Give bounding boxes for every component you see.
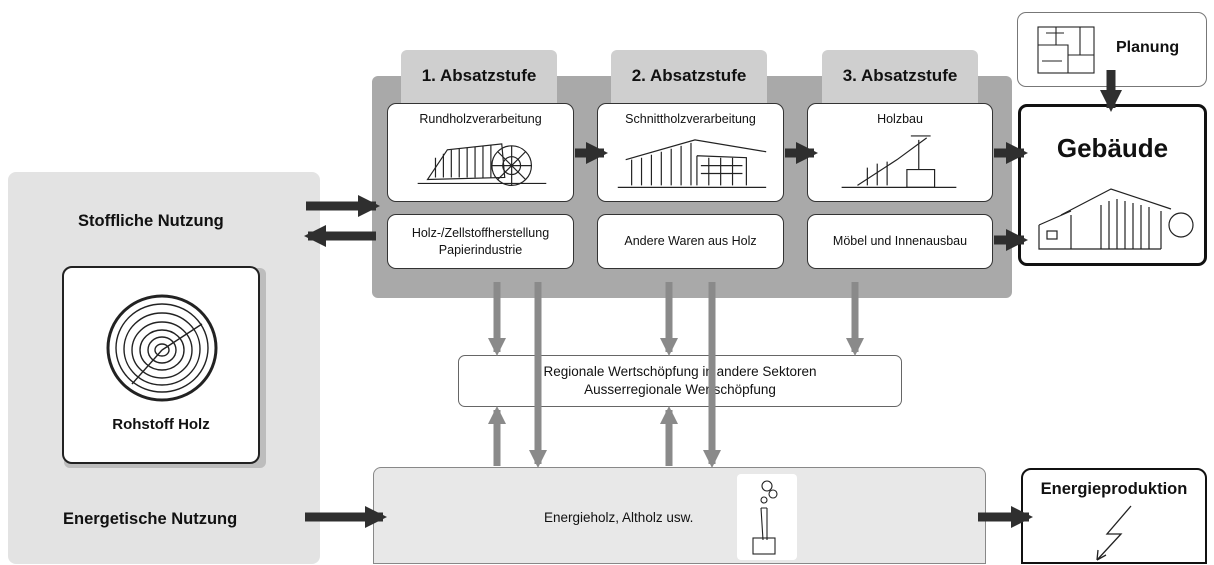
house-sketch-icon — [1038, 188, 1194, 250]
tree-ring-icon — [106, 294, 218, 402]
holzbau-box: Holzbau — [807, 103, 993, 202]
wertschoepfung-box: Regionale Wertschöpfung in andere Sektor… — [458, 355, 902, 407]
energieholz-bar: Energieholz, Altholz usw. — [373, 467, 986, 564]
stage-1-tab: 1. Absatzstufe — [401, 50, 557, 106]
moebel-label: Möbel und Innenausbau — [832, 234, 968, 249]
energieholz-label: Energieholz, Altholz usw. — [544, 510, 694, 525]
wertschoepfung-line-1: Regionale Wertschöpfung in andere Sektor… — [543, 364, 817, 379]
sawmill-sketch-icon — [417, 143, 547, 186]
gebaeude-box: Gebäude — [1018, 104, 1207, 266]
timber-frame-sketch-icon — [841, 135, 957, 188]
zellstoff-line-2: Papierindustrie — [438, 242, 523, 257]
floor-plan-sketch-icon — [1037, 26, 1095, 74]
energieproduktion-box: Energieproduktion — [1021, 468, 1207, 564]
stoffliche-nutzung-label: Stoffliche Nutzung — [78, 212, 224, 230]
chimney-card — [737, 474, 797, 560]
moebel-box: Möbel und Innenausbau — [807, 214, 993, 269]
stage-2-tab: 2. Absatzstufe — [611, 50, 767, 106]
stage-3-tab: 3. Absatzstufe — [822, 50, 978, 106]
schnittholz-box: Schnittholzverarbeitung — [597, 103, 784, 202]
planung-box: Planung — [1017, 12, 1207, 87]
andere-waren-box: Andere Waren aus Holz — [597, 214, 784, 269]
schnittholz-label: Schnittholzverarbeitung — [625, 112, 756, 126]
energetische-nutzung-label: Energetische Nutzung — [63, 510, 238, 528]
lumber-shed-sketch-icon — [617, 139, 767, 188]
planung-label: Planung — [1116, 39, 1180, 56]
gebaeude-label: Gebäude — [1056, 133, 1169, 163]
andere-waren-label: Andere Waren aus Holz — [624, 234, 757, 249]
zellstoff-line-1: Holz-/Zellstoffherstellung — [411, 225, 550, 240]
wertschoepfung-line-2: Ausserregionale Wertschöpfung — [584, 382, 776, 398]
holzbau-label: Holzbau — [877, 112, 923, 126]
rohstoff-label: Rohstoff Holz — [112, 416, 210, 433]
energieproduktion-label: Energieproduktion — [1040, 480, 1188, 498]
lightning-bolt-icon — [1096, 505, 1132, 561]
rundholz-box: Rundholzverarbeitung — [387, 103, 574, 202]
rohstoff-box: Rohstoff Holz — [62, 266, 260, 464]
rundholz-label: Rundholzverarbeitung — [419, 112, 542, 126]
chimney-icon — [752, 480, 778, 555]
